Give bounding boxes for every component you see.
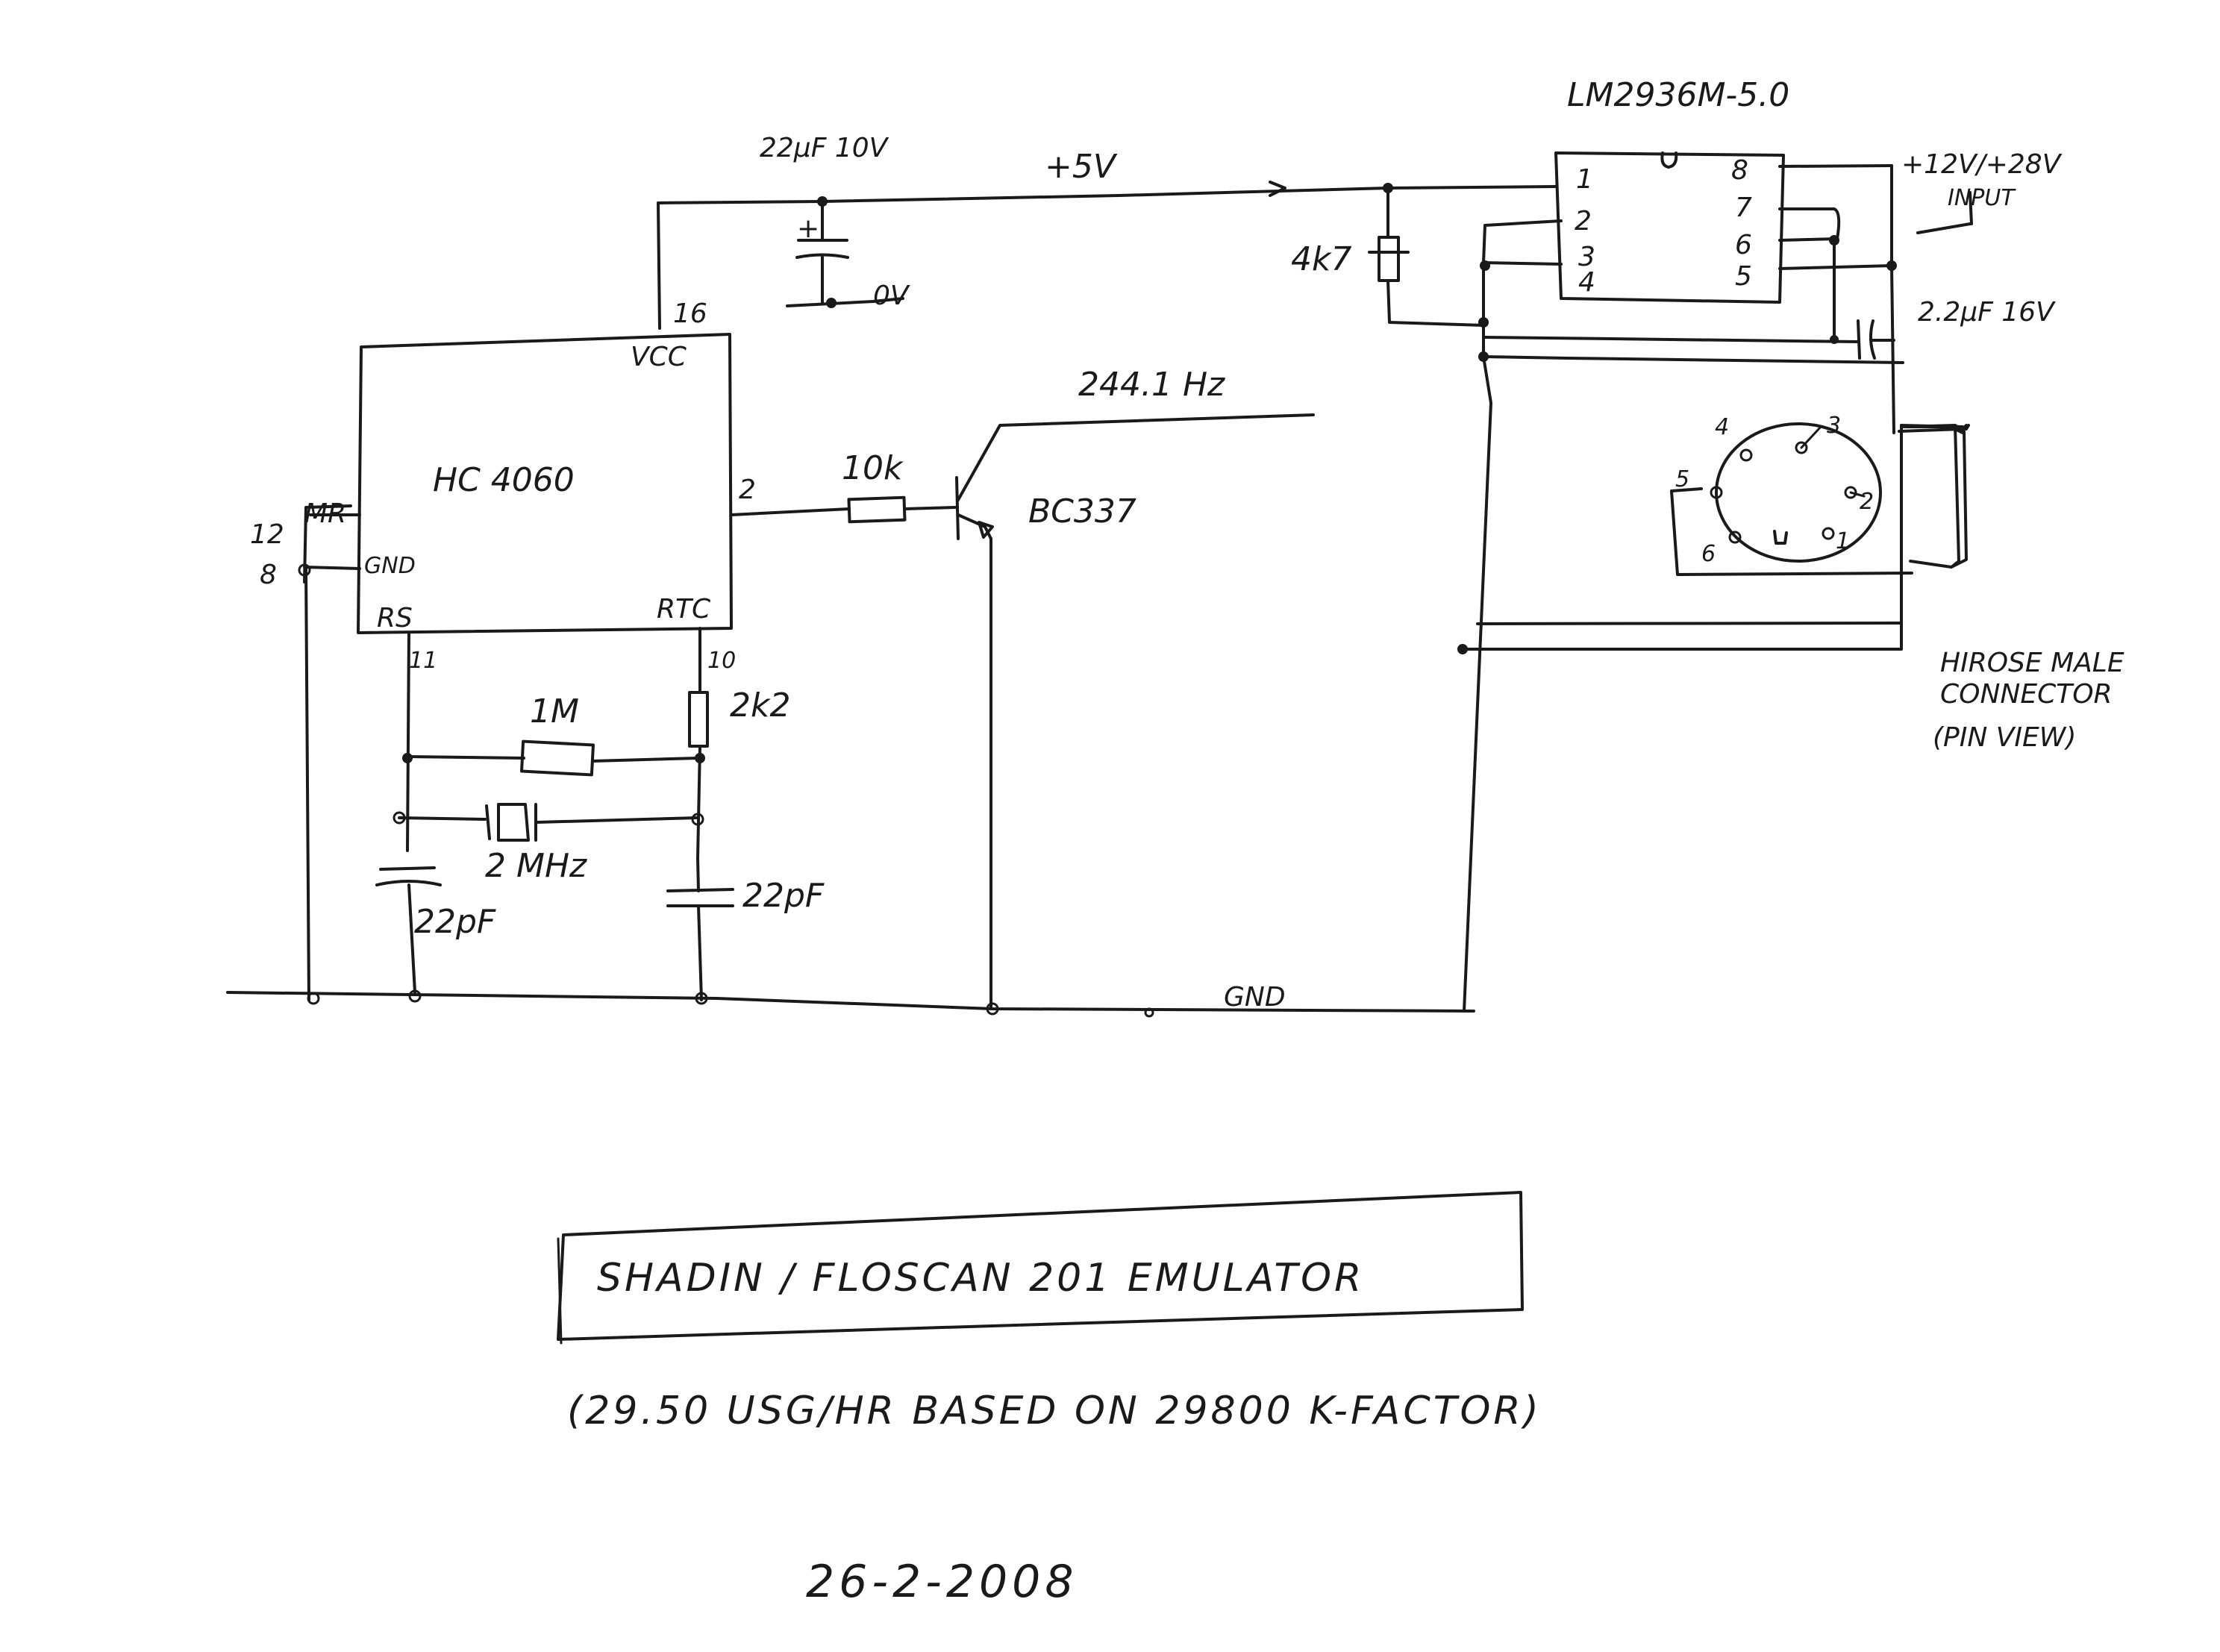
reg-pin-8: 8 bbox=[1731, 155, 1748, 186]
resistor-2k2 bbox=[688, 691, 709, 748]
counter-vcc-label: VCC bbox=[631, 342, 687, 372]
zero-v-label: 0V bbox=[873, 281, 910, 311]
counter-pin-2: 2 bbox=[739, 475, 756, 505]
counter-pin-16: 16 bbox=[673, 298, 707, 329]
conn-pin-3: 3 bbox=[1827, 413, 1841, 439]
junction-gnd-3 bbox=[695, 992, 708, 1005]
counter-pin-8: 8 bbox=[260, 560, 277, 590]
resistor-1m bbox=[520, 739, 595, 777]
junction-0v bbox=[826, 298, 837, 308]
counter-pin-11: 11 bbox=[409, 648, 437, 674]
title-box bbox=[557, 1191, 1524, 1345]
regulator-chip bbox=[1482, 151, 1895, 434]
transistor-bc337 bbox=[955, 413, 1315, 1009]
transistor-label: BC337 bbox=[1028, 492, 1136, 531]
cap-left-label: 22pF bbox=[414, 903, 496, 941]
conn-pin-5: 5 bbox=[1675, 466, 1689, 492]
junction-gnd-1 bbox=[307, 992, 320, 1005]
cap-22uf-label: 22µF 10V bbox=[760, 133, 889, 163]
conn-pin-4: 4 bbox=[1715, 414, 1729, 440]
junction-gnd-5 bbox=[1144, 1007, 1154, 1018]
reg-pin-2: 2 bbox=[1575, 206, 1592, 237]
counter-rs-label: RS bbox=[377, 603, 413, 633]
crystal-2mhz bbox=[485, 803, 537, 842]
junction-cap22 bbox=[817, 196, 828, 207]
junction-gnd-2 bbox=[408, 989, 422, 1003]
counter-gnd-label: GND bbox=[364, 553, 416, 579]
gnd-label: GND bbox=[1224, 982, 1286, 1013]
connector-title-3: (PIN VIEW) bbox=[1933, 722, 2076, 753]
resistor-4k7 bbox=[1368, 236, 1485, 327]
input-label: INPUT bbox=[1948, 185, 2016, 211]
input-voltage-label: +12V/+28V bbox=[1901, 149, 2063, 180]
junction-rs-xtal bbox=[393, 811, 406, 825]
reg-pin-6: 6 bbox=[1735, 230, 1752, 260]
connector-gnd-wire bbox=[1461, 622, 1903, 651]
diagram-title: SHADIN / FLOSCAN 201 EMULATOR bbox=[597, 1256, 1364, 1301]
output-path bbox=[730, 495, 957, 524]
res-10k-label: 10k bbox=[842, 449, 904, 487]
counter-pin-10: 10 bbox=[707, 648, 736, 674]
resistor-10k bbox=[847, 495, 907, 524]
res-2k2-label: 2k2 bbox=[730, 686, 790, 725]
capacitor-2u2 bbox=[1463, 261, 1904, 1013]
res-1m-label: 1M bbox=[530, 692, 579, 730]
junction-5v-right bbox=[1383, 183, 1393, 193]
reg-pin-7: 7 bbox=[1735, 193, 1752, 223]
junction-rs-1m bbox=[402, 753, 413, 763]
res-4k7-label: 4k7 bbox=[1291, 240, 1351, 278]
cap-plus-label: + bbox=[797, 213, 819, 244]
plus5v-label: +5V bbox=[1045, 148, 1118, 186]
counter-chip bbox=[303, 333, 733, 1001]
crystal-label: 2 MHz bbox=[485, 847, 587, 885]
counter-pin-12: 12 bbox=[250, 519, 284, 550]
cap-2u2-label: 2.2µF 16V bbox=[1918, 297, 2056, 328]
junction-reg-pin5 bbox=[1886, 260, 1897, 271]
capacitor-22uf bbox=[786, 200, 904, 307]
junction-2u2 bbox=[1830, 335, 1839, 344]
diagram-date: 26-2-2008 bbox=[806, 1556, 1078, 1608]
diagram-note: (29.50 USG/HR BASED ON 29800 K-FACTOR) bbox=[567, 1389, 1542, 1433]
oscillator-network bbox=[375, 627, 734, 1001]
connector-title-2: CONNECTOR bbox=[1940, 679, 2113, 710]
reg-pin-5: 5 bbox=[1735, 261, 1752, 292]
junction-rtc-1m bbox=[695, 753, 705, 763]
counter-part-label: HC 4060 bbox=[433, 461, 575, 499]
reg-pin-1: 1 bbox=[1576, 164, 1593, 195]
junction-reg-pin6 bbox=[1829, 235, 1839, 245]
gnd-rail bbox=[226, 991, 1475, 1013]
plus5v-rail bbox=[657, 181, 1557, 330]
cap-right-label: 22pF bbox=[742, 877, 825, 915]
conn-pin-1: 1 bbox=[1836, 528, 1850, 554]
conn-pin-6: 6 bbox=[1701, 541, 1716, 567]
hirose-connector bbox=[1476, 422, 1970, 625]
connector-title-1: HIROSE MALE bbox=[1940, 648, 2124, 678]
freq-label: 244.1 Hz bbox=[1078, 366, 1225, 404]
pin-mr-gnd bbox=[298, 563, 311, 577]
regulator-part-label: LM2936M-5.0 bbox=[1567, 76, 1789, 114]
junction-rtc-xtal bbox=[691, 813, 704, 826]
reg-pin-4: 4 bbox=[1578, 267, 1595, 298]
reg-pin-3: 3 bbox=[1578, 242, 1595, 272]
input-arrow bbox=[1916, 191, 1973, 234]
connector-pins bbox=[1710, 425, 1866, 544]
conn-pin-2: 2 bbox=[1860, 489, 1874, 515]
junction-gnd-4 bbox=[986, 1002, 999, 1016]
counter-rtc-label: RTC bbox=[657, 594, 711, 625]
counter-mr-label: MR bbox=[304, 498, 346, 529]
